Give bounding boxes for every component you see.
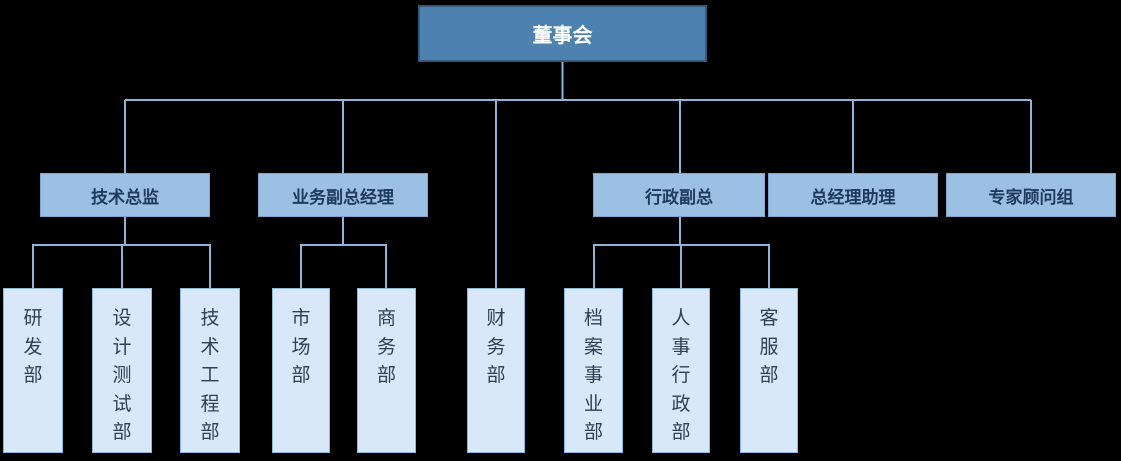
org-node-business-deputy-gm[interactable]: 业务副总经理 [258,173,428,217]
org-node-business-dept[interactable]: 商务部 [357,288,416,453]
org-node-finance-dept-label: 财务部 [486,308,506,386]
org-node-hr-admin-dept[interactable]: 人事行政部 [652,288,710,453]
org-node-marketing-dept[interactable]: 市场部 [272,288,330,453]
org-node-finance-dept[interactable]: 财务部 [467,288,525,453]
org-node-gm-assistant[interactable]: 总经理助理 [768,173,938,217]
org-node-business-dept-label: 商务部 [376,308,396,386]
org-node-rd-dept-label: 研发部 [23,308,43,386]
org-node-expert-advisors[interactable]: 专家顾问组 [946,173,1116,217]
org-node-admin-deputy-label: 行政副总 [645,187,713,207]
org-node-hr-admin-dept-label: 人事行政部 [671,308,691,443]
org-node-marketing-dept-label: 市场部 [291,308,311,386]
org-node-tech-engineering-dept[interactable]: 技术工程部 [180,288,240,453]
org-node-customer-service-dept-label: 客服部 [759,308,779,386]
org-node-gm-assistant-label: 总经理助理 [810,187,896,207]
org-node-admin-deputy[interactable]: 行政副总 [593,173,765,217]
org-node-rd-dept[interactable]: 研发部 [3,288,63,453]
org-node-board[interactable]: 董事会 [418,5,707,62]
connector-business-subtree [300,216,387,289]
connector-admin-subtree [593,216,770,289]
org-node-tech-director[interactable]: 技术总监 [40,173,210,217]
connector-tech-subtree [32,216,211,289]
org-node-tech-engineering-dept-label: 技术工程部 [200,308,220,443]
org-node-business-deputy-gm-label: 业务副总经理 [292,187,394,207]
org-node-design-test-dept-label: 设计测试部 [112,308,132,443]
org-node-archives-dept-label: 档案事业部 [583,308,603,443]
connector-level2-drops [124,100,1032,174]
org-node-expert-advisors-label: 专家顾问组 [988,187,1074,207]
org-node-customer-service-dept[interactable]: 客服部 [740,288,798,453]
org-node-design-test-dept[interactable]: 设计测试部 [92,288,152,453]
org-node-board-label: 董事会 [532,25,593,47]
org-node-archives-dept[interactable]: 档案事业部 [564,288,623,453]
org-node-tech-director-label: 技术总监 [91,187,159,207]
